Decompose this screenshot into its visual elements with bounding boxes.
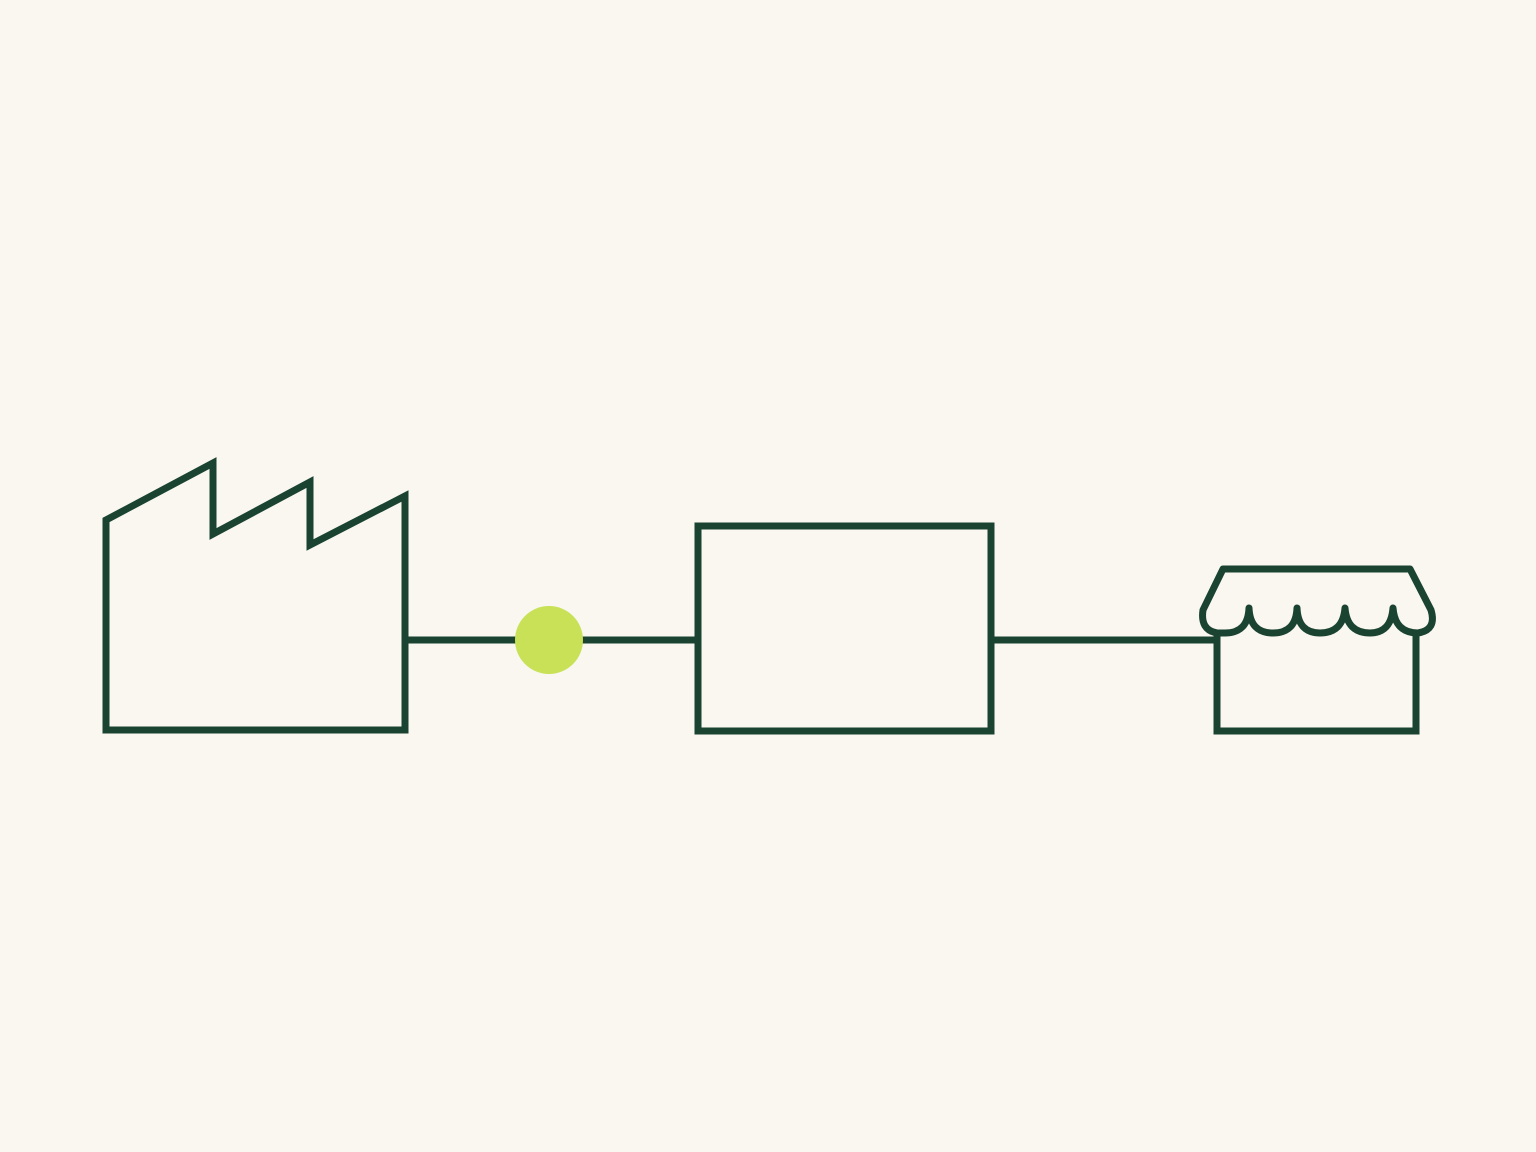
storefront-icon	[1199, 565, 1436, 735]
factory-icon	[102, 457, 409, 734]
box-icon	[694, 522, 995, 735]
marker-dot	[515, 606, 583, 674]
